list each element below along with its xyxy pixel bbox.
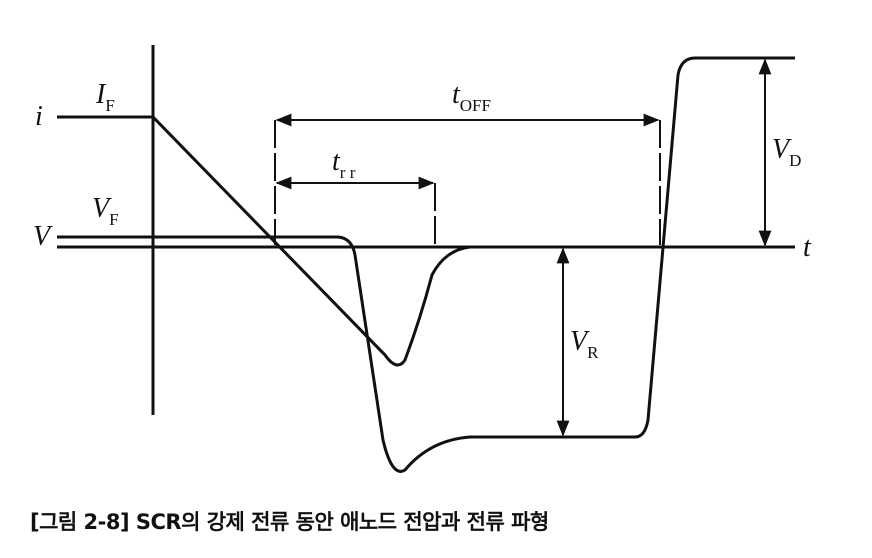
label-t: t bbox=[803, 232, 812, 263]
label-trr: tr r bbox=[332, 146, 356, 182]
label-vd: VD bbox=[772, 134, 801, 170]
label-i: i bbox=[35, 101, 43, 132]
voltage-waveform bbox=[57, 56, 795, 473]
current-waveform bbox=[57, 115, 471, 367]
label-vf: VF bbox=[92, 193, 119, 229]
label-toff: tOFF bbox=[452, 79, 491, 115]
label-if: IF bbox=[95, 79, 115, 115]
figure-caption: [그림 2-8] SCR의 강제 전류 동안 애노드 전압과 전류 파형 bbox=[30, 510, 549, 534]
label-v: V bbox=[33, 221, 53, 252]
label-vr: VR bbox=[570, 326, 599, 362]
